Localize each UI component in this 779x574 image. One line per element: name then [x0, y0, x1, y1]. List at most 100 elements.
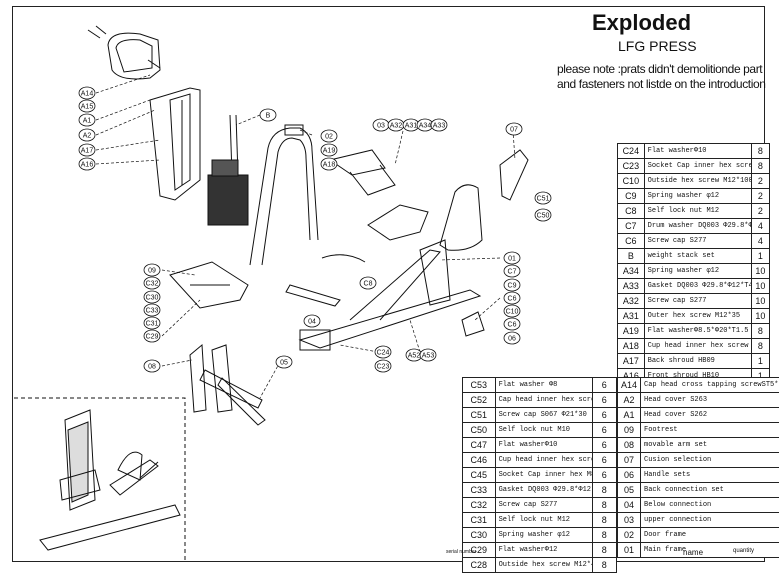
parts-name-cell: movable arm set	[640, 437, 779, 453]
callout-label: A32	[390, 123, 403, 130]
shroud-part	[149, 87, 201, 201]
callout-bubble: A53	[419, 348, 437, 362]
head-cover-part	[87, 25, 161, 80]
parts-qty-cell: 6	[591, 422, 618, 438]
callout-bubble: A31	[402, 118, 420, 132]
parts-name-cell: Below connection	[640, 497, 779, 513]
callout-label: C23	[377, 364, 390, 371]
parts-code-cell: A18	[617, 338, 645, 354]
parts-name-cell: Cap head inner hex screw M8*80	[494, 392, 593, 408]
callout-label: B	[266, 113, 271, 120]
parts-code-cell: C23	[617, 158, 645, 174]
callout-bubble: C9	[503, 278, 521, 292]
parts-qty-cell: 6	[591, 467, 618, 483]
callout-bubble: C8	[359, 276, 377, 290]
parts-qty-cell: 10	[750, 278, 771, 294]
callout-label: C6	[508, 296, 517, 303]
callout-label: A2	[83, 133, 92, 140]
callout-bubble: A34	[416, 118, 434, 132]
callout-label: C9	[508, 283, 517, 290]
parts-code-cell: A34	[617, 263, 645, 279]
cushion-connection-part	[499, 149, 529, 201]
parts-qty-cell: 8	[750, 323, 771, 339]
parts-qty-cell: 6	[591, 452, 618, 468]
parts-code-cell: 09	[616, 422, 642, 438]
parts-qty-cell: 6	[591, 392, 618, 408]
parts-qty-cell: 6	[591, 437, 618, 453]
callout-label: 05	[280, 360, 288, 367]
parts-name-cell: Socket Cap inner hex screwM10*20	[643, 158, 752, 174]
parts-qty-cell: 10	[750, 293, 771, 309]
parts-name-cell: Main frame	[640, 542, 779, 558]
callout-bubble: C10	[503, 304, 521, 318]
parts-code-cell: C6	[617, 233, 645, 249]
callout-label: A34	[419, 123, 432, 130]
callout-bubble: C24	[374, 345, 392, 359]
callout-bubble: 01	[503, 251, 521, 265]
parts-name-cell: Head cover S262	[640, 407, 779, 423]
callout-label: A53	[422, 353, 435, 360]
callout-bubble: 09	[143, 263, 161, 277]
parts-qty-cell: 6	[591, 407, 618, 423]
callout-label: 09	[148, 268, 156, 275]
parts-qty-cell: 8	[750, 338, 771, 354]
upper-connection-part	[328, 149, 396, 196]
seat-part	[367, 184, 483, 251]
callout-label: A16	[81, 162, 94, 169]
parts-name-cell: Outside hex screw M12*40	[494, 557, 593, 573]
parts-code-cell: C47	[462, 437, 496, 453]
parts-name-cell: Back shroud HB09	[643, 353, 752, 369]
callout-bubble: C31	[143, 316, 161, 330]
parts-name-cell: upper connection	[640, 512, 779, 528]
callout-label: A18	[323, 162, 336, 169]
parts-qty-cell: 8	[750, 143, 771, 159]
product-name: LFG PRESS	[618, 38, 697, 54]
callout-label: A52	[408, 353, 421, 360]
parts-name-cell: Self lock nut M10	[494, 422, 593, 438]
parts-qty-cell: 2	[750, 173, 771, 189]
parts-code-cell: A1	[616, 407, 642, 423]
quantity-header: quantity	[733, 548, 755, 554]
parts-name-cell: Flat washerΦ10	[494, 437, 593, 453]
parts-qty-cell: 6	[591, 377, 618, 393]
parts-code-cell: C53	[462, 377, 496, 393]
parts-qty-cell: 8	[591, 482, 618, 498]
parts-code-cell: 08	[616, 437, 642, 453]
movable-arm-part	[189, 343, 266, 426]
callout-label: C51	[537, 196, 550, 203]
parts-code-cell: C9	[617, 188, 645, 204]
page-title: Exploded	[592, 10, 692, 35]
callout-label: C50	[537, 213, 550, 220]
callout-label: A17	[81, 148, 94, 155]
parts-name-cell: weight stack set	[643, 248, 752, 264]
callout-bubble: C30	[143, 290, 161, 304]
serial-number-header: serial number	[446, 549, 477, 555]
parts-name-cell: Footrest	[640, 422, 779, 438]
parts-code-cell: C32	[462, 497, 496, 513]
parts-code-cell: 03	[616, 512, 642, 528]
callout-label: C6	[508, 322, 517, 329]
parts-name-cell: Cup head inner hex screw M10*30	[494, 452, 593, 468]
parts-name-cell: Screw cap S277	[643, 233, 752, 249]
callout-bubble: B	[259, 108, 277, 122]
callout-label: C8	[364, 281, 373, 288]
parts-qty-cell: 8	[591, 527, 618, 543]
